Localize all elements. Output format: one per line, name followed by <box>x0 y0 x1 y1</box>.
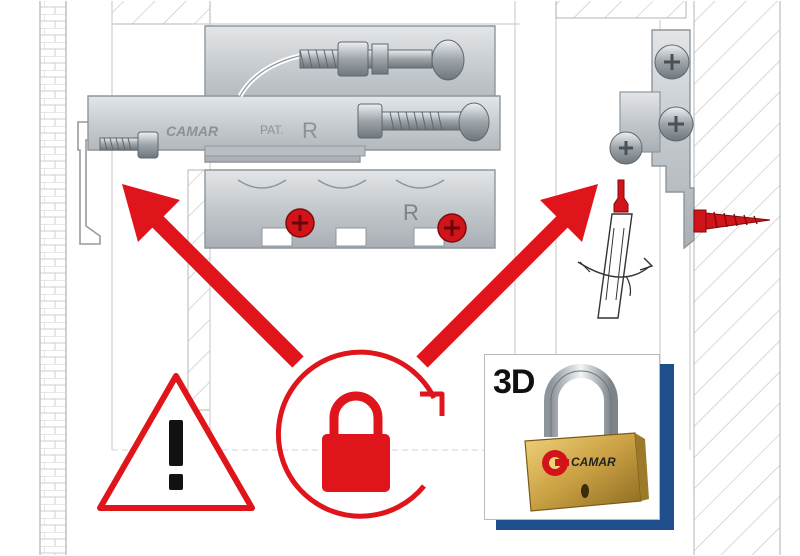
red-fixing-screw-right <box>437 213 467 243</box>
height-adjust-screw <box>357 102 490 142</box>
badge-3d-label: 3D <box>493 363 535 401</box>
left-cabinet-panel <box>111 0 211 25</box>
padlock-3d-icon: CAMAR <box>524 364 649 512</box>
slider-side-mark: R <box>302 118 318 143</box>
patent-label: PAT. <box>260 123 284 137</box>
right-cabinet-side <box>693 0 781 556</box>
arrow-to-bracket <box>416 184 598 368</box>
warning-triangle-icon <box>97 373 255 511</box>
upper-phillips-screw <box>654 44 690 80</box>
wall-bracket-side-view <box>609 29 771 250</box>
plate-side-mark: R <box>403 200 419 225</box>
red-fixing-screw-left <box>285 208 315 238</box>
padlock-rotate-icon <box>275 349 445 519</box>
padlock-3d-badge: CAMAR 3D <box>484 354 676 532</box>
lock-screw-head <box>609 131 643 165</box>
cabinet-hanger-bracket: R CAMAR PAT. R <box>87 25 501 249</box>
badge-card: CAMAR 3D <box>484 354 660 520</box>
screwdriver-icon <box>577 179 654 319</box>
middle-phillips-screw <box>658 106 694 142</box>
red-wood-screw <box>693 209 771 233</box>
depth-adjust-screw <box>299 39 465 81</box>
slider-brand-label: CAMAR <box>166 123 219 139</box>
brick-wall <box>40 0 66 556</box>
rail-lock-screw <box>99 131 159 159</box>
arrow-to-hanger <box>122 184 304 368</box>
padlock-brand-label: CAMAR <box>571 455 616 469</box>
background-drawing <box>39 0 781 556</box>
